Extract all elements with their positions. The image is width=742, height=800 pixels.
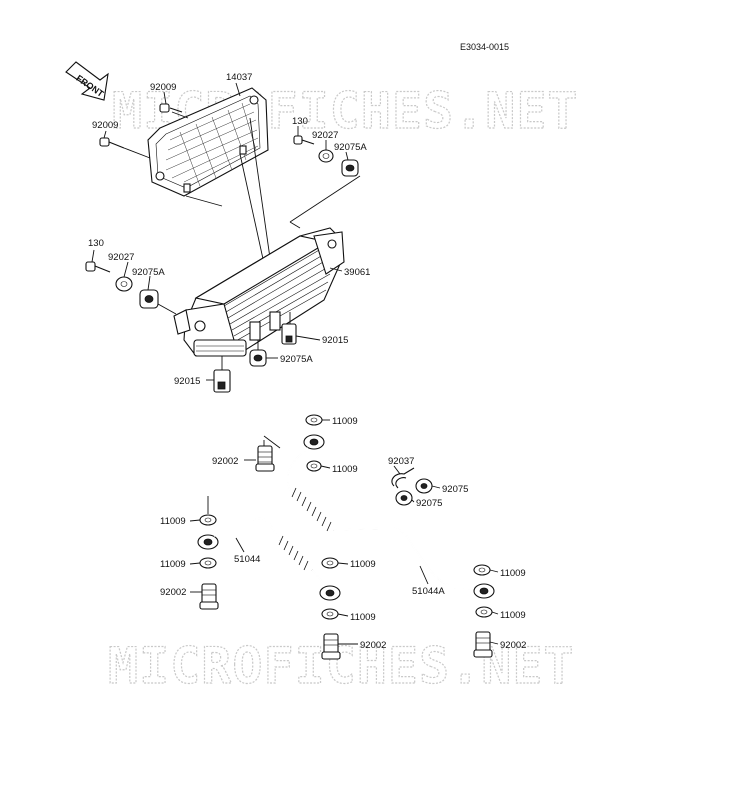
watermark-bottom: MICROFICHES.NET <box>108 637 575 695</box>
oil-hose-51044A <box>286 434 495 599</box>
callout-92075-b: 92075 <box>416 498 442 509</box>
callout-92027-left: 92027 <box>108 252 134 263</box>
banjo-bolt-92002-a <box>255 445 275 472</box>
banjo-bolt-92002-b <box>199 583 219 610</box>
callout-92009-left: 92009 <box>92 120 118 131</box>
screw-92009-left <box>99 137 151 159</box>
callout-11009-f: 11009 <box>500 568 526 579</box>
callout-51044A: 51044A <box>412 586 445 597</box>
callout-92009-top: 92009 <box>150 82 176 93</box>
banjo-bolt-92002-d <box>473 631 493 658</box>
callout-130-top: 130 <box>292 116 308 127</box>
grommet-92075A-bottom <box>249 340 267 367</box>
callout-92075-a: 92075 <box>442 484 468 495</box>
collar-92027-top <box>318 149 334 163</box>
callout-92015-right: 92015 <box>322 335 348 346</box>
washer-11009-f <box>321 608 339 620</box>
front-arrow-icon: FRONT <box>65 61 109 101</box>
damper-92075-a <box>415 478 433 494</box>
callout-92015-left: 92015 <box>174 376 200 387</box>
grommet-92075A-left <box>139 289 159 309</box>
grommet-92075A-top <box>341 159 359 177</box>
callout-92002-b: 92002 <box>160 587 186 598</box>
callout-11009-a: 11009 <box>332 416 358 427</box>
clip-92015-right <box>281 312 297 345</box>
callout-92075A-bottom: 92075A <box>280 354 313 365</box>
callout-92075A-top: 92075A <box>334 142 367 153</box>
callout-51044: 51044 <box>234 554 260 565</box>
clip-92015-left <box>213 356 231 393</box>
callout-11009-b: 11009 <box>332 464 358 475</box>
grille-screen-part <box>147 87 269 197</box>
callout-11009-g: 11009 <box>500 610 526 621</box>
callout-14037: 14037 <box>226 72 252 83</box>
washer-11009-g <box>473 564 491 576</box>
callout-92002-a: 92002 <box>212 456 238 467</box>
damper-92075-b <box>395 490 413 506</box>
washer-11009-e <box>321 557 339 569</box>
callout-92027-top: 92027 <box>312 130 338 141</box>
callout-92037: 92037 <box>388 456 414 467</box>
callout-92002-c: 92002 <box>360 640 386 651</box>
callout-130-left: 130 <box>88 238 104 249</box>
bolt-130-top <box>293 135 315 145</box>
banjo-bolt-92002-c <box>321 633 341 660</box>
diagram-code: E3034-0015 <box>460 42 509 52</box>
callout-92075A-left: 92075A <box>132 267 165 278</box>
clamp-92037 <box>391 467 415 489</box>
washer-11009-c <box>199 514 217 526</box>
callout-11009-e: 11009 <box>350 559 376 570</box>
bolt-130-left <box>85 261 111 273</box>
callout-39061: 39061 <box>344 267 370 278</box>
callout-11009-c: 11009 <box>160 516 186 527</box>
washer-11009-b <box>306 460 322 472</box>
washer-11009-h <box>475 606 493 618</box>
washer-11009-d <box>199 557 217 569</box>
collar-92027-left <box>115 276 133 292</box>
callout-11009-h: 11009 <box>350 612 376 623</box>
callout-92002-d: 92002 <box>500 640 526 651</box>
oil-cooler-part <box>173 227 345 357</box>
callout-11009-d: 11009 <box>160 559 186 570</box>
washer-11009-a <box>305 414 323 426</box>
screw-92009-top <box>159 103 189 119</box>
oil-hose-51044 <box>197 517 341 601</box>
